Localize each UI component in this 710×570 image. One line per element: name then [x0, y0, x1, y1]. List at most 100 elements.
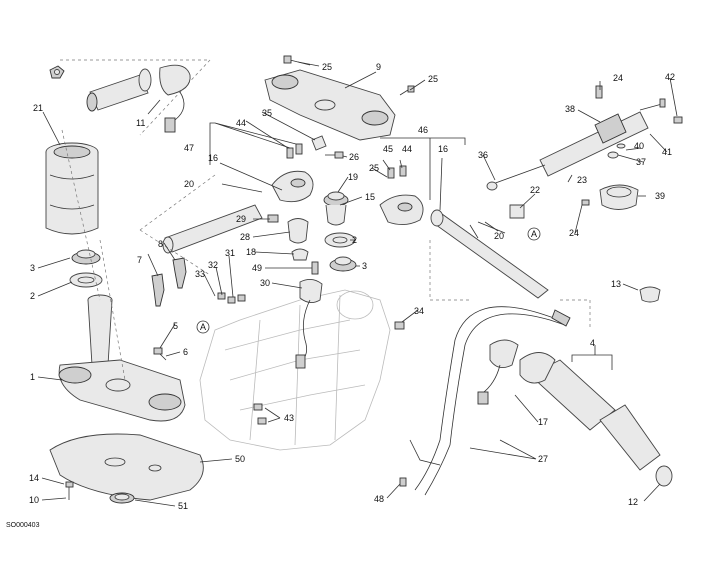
ignition-switch-30 — [295, 279, 323, 369]
clamp-39 — [599, 184, 639, 210]
callout-25-right: 25 — [428, 74, 438, 84]
screw-24-low — [581, 199, 590, 206]
callout-22: 22 — [530, 185, 540, 195]
screw-34 — [394, 321, 405, 330]
spacer-29 — [267, 214, 279, 223]
callout-47: 47 — [184, 143, 194, 153]
right-grip — [477, 339, 673, 487]
screw-5-6 — [153, 347, 167, 361]
callout-34: 34 — [414, 306, 424, 316]
callout-19: 19 — [348, 172, 358, 182]
callout-17: 17 — [538, 417, 548, 427]
callout-42: 42 — [665, 72, 675, 82]
callout-40: 40 — [634, 141, 644, 151]
callout-23: 23 — [577, 175, 587, 185]
clip-18 — [291, 248, 309, 261]
callout-35: 35 — [262, 108, 272, 118]
bottom-yoke — [58, 359, 186, 422]
bolt-25-right — [399, 85, 415, 96]
callout-10: 10 — [29, 495, 39, 505]
callout-27: 27 — [538, 454, 548, 464]
callout-16-left: 16 — [208, 153, 218, 163]
bracket-28 — [287, 218, 309, 244]
callout-45: 45 — [383, 144, 393, 154]
callout-38: 38 — [565, 104, 575, 114]
callout-33: 33 — [195, 269, 205, 279]
leader-lines — [37, 61, 678, 507]
callout-2-center: 2 — [352, 235, 357, 245]
callout-7: 7 — [137, 255, 142, 265]
right-clip-on — [379, 165, 549, 299]
callout-13: 13 — [611, 279, 621, 289]
callout-43: 43 — [284, 413, 294, 423]
screw-49 — [311, 261, 319, 275]
screw-48 — [399, 477, 407, 487]
callout-50: 50 — [235, 454, 245, 464]
callout-labels: 21 3 2 1 14 10 51 50 43 11 25 9 25 35 44… — [29, 62, 675, 511]
callout-a-right: A — [531, 229, 537, 239]
callout-28: 28 — [240, 232, 250, 242]
callout-12: 12 — [628, 497, 638, 507]
left-clip-on — [162, 143, 314, 254]
frame-outline — [199, 289, 391, 451]
callout-4: 4 — [590, 338, 595, 348]
callout-9: 9 — [376, 62, 381, 72]
nut-top-left — [49, 65, 65, 79]
seal-51 — [109, 492, 135, 504]
callout-21: 21 — [33, 103, 43, 113]
callout-48: 48 — [374, 494, 384, 504]
callout-24-top: 24 — [613, 73, 623, 83]
callout-39: 39 — [655, 191, 665, 201]
bush-22 — [509, 204, 525, 219]
callout-49: 49 — [252, 263, 262, 273]
callout-30: 30 — [260, 278, 270, 288]
steering-stem — [87, 294, 113, 366]
bearing-3-center — [329, 256, 357, 272]
steering-head-tube — [45, 142, 99, 235]
top-yoke — [264, 69, 396, 141]
callout-1: 1 — [30, 372, 35, 382]
callout-20-left: 20 — [184, 179, 194, 189]
callout-a-left: A — [200, 322, 206, 332]
callout-15: 15 — [365, 192, 375, 202]
callout-5: 5 — [173, 321, 178, 331]
screw-10-14 — [65, 481, 74, 500]
callout-32: 32 — [208, 260, 218, 270]
bolts-43 — [253, 403, 267, 425]
callout-14: 14 — [29, 473, 39, 483]
lower-cover — [49, 433, 204, 501]
callout-25-top: 25 — [322, 62, 332, 72]
keys-7-8 — [151, 257, 187, 307]
callout-46: 46 — [418, 125, 428, 135]
clip-13 — [639, 286, 661, 303]
callout-31: 31 — [225, 248, 235, 258]
callout-20-right: 20 — [494, 231, 504, 241]
callout-25-mid: 25 — [369, 163, 379, 173]
callout-51: 51 — [178, 501, 188, 511]
throttle-cables — [409, 306, 571, 496]
callout-36: 36 — [478, 150, 488, 160]
seal-ring — [69, 272, 103, 288]
callout-3-left: 3 — [30, 263, 35, 273]
callout-24-low: 24 — [569, 228, 579, 238]
callout-26: 26 — [349, 152, 359, 162]
bearing-19 — [323, 191, 349, 226]
callout-3-center: 3 — [362, 261, 367, 271]
bolt-26 — [325, 151, 344, 159]
callout-16-right: 16 — [438, 144, 448, 154]
washer-35 — [311, 135, 327, 151]
callout-2-left: 2 — [30, 291, 35, 301]
drawing-code: SO000403 — [6, 522, 40, 529]
callout-44-right: 44 — [402, 144, 412, 154]
bearing-top — [71, 249, 101, 265]
callout-44-left: 44 — [236, 118, 246, 128]
callout-18: 18 — [246, 247, 256, 257]
steering-damper — [486, 85, 683, 191]
callout-37: 37 — [636, 157, 646, 167]
callout-11: 11 — [136, 118, 145, 128]
callout-8: 8 — [158, 239, 163, 249]
callout-41: 41 — [662, 147, 672, 157]
left-grip — [86, 64, 191, 133]
callout-6: 6 — [183, 347, 188, 357]
